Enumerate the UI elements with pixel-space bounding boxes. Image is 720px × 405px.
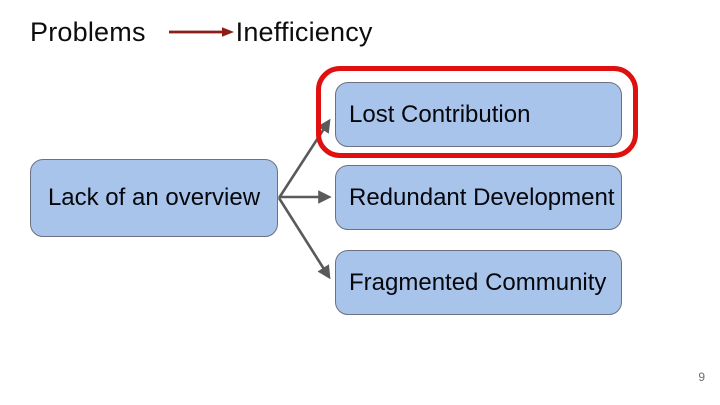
box-fragmented-community-label: Fragmented Community: [349, 268, 607, 296]
title-problems: Problems: [30, 16, 146, 47]
title-arrow-icon: [168, 27, 234, 37]
box-lost-contribution-label: Lost Contribution: [349, 100, 531, 128]
slide-title: Problems Inefficiency: [30, 15, 373, 49]
box-lost-contribution: Lost Contribution: [335, 82, 622, 147]
title-inefficiency: Inefficiency: [235, 16, 373, 47]
box-lack-of-an-overview: Lack of an overview: [30, 159, 278, 237]
page-number: 9: [698, 370, 705, 384]
box-redundant-development-label: Redundant Development: [349, 183, 615, 211]
highlight-ring: [316, 66, 638, 158]
box-redundant-development: Redundant Development: [335, 165, 622, 230]
connector-to-fragmented-community: [277, 197, 331, 280]
box-fragmented-community: Fragmented Community: [335, 250, 622, 315]
box-lack-of-an-overview-label: Lack of an overview: [47, 184, 261, 211]
